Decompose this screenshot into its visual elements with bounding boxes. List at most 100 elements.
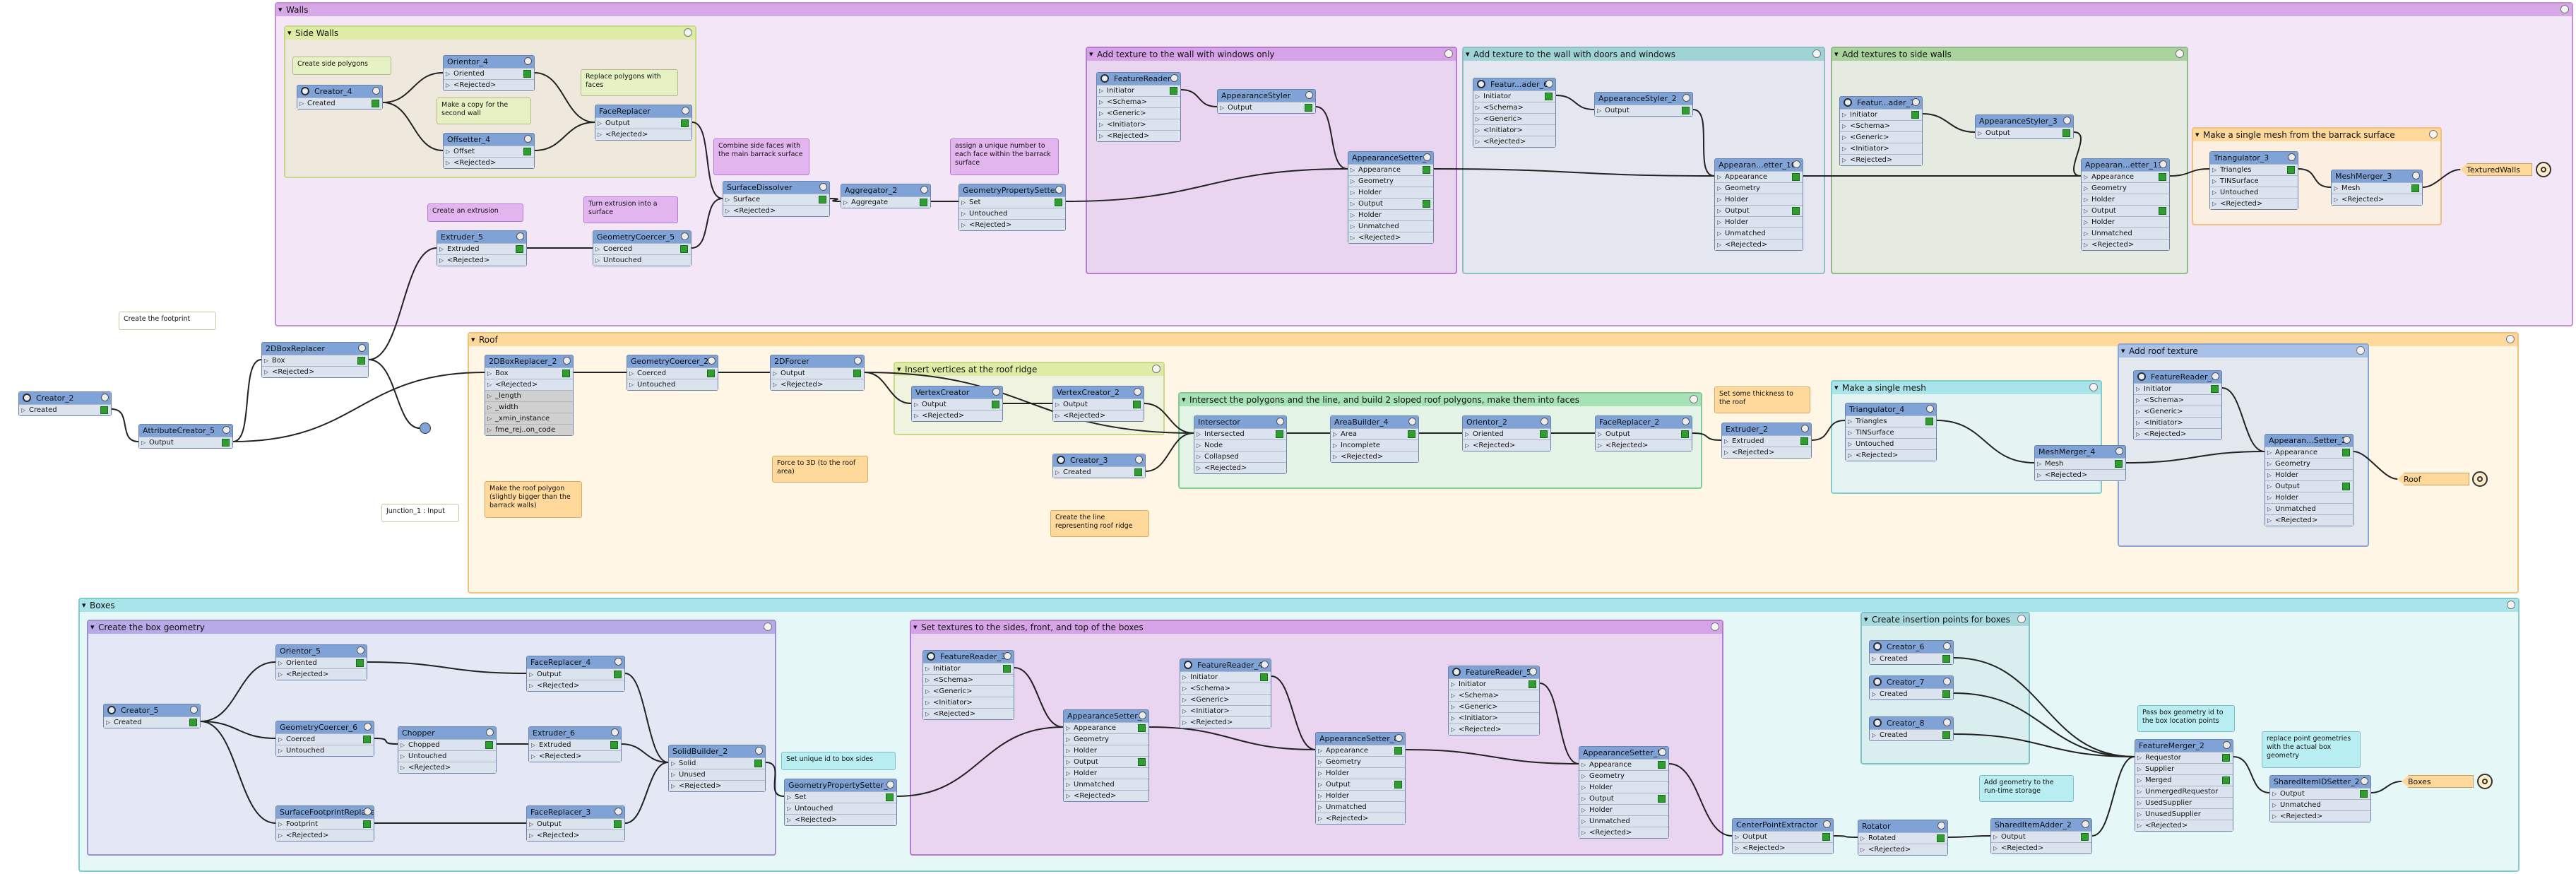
inspect-icon[interactable] — [1540, 430, 1548, 438]
note-pass-box-geometry[interactable]: Pass box geometry id to the box location… — [2137, 705, 2235, 732]
gear-icon[interactable] — [2159, 160, 2167, 168]
collapse-icon[interactable] — [1152, 365, 1161, 373]
output-port[interactable]: <Rejected> — [1722, 447, 1811, 458]
collapse-icon[interactable] — [2507, 601, 2515, 609]
transformer-creator-4[interactable]: Creator_4Created — [297, 85, 383, 110]
output-port[interactable]: Geometry — [1715, 182, 1803, 194]
gear-icon[interactable] — [1276, 418, 1284, 425]
output-port[interactable]: Surface — [723, 194, 829, 205]
output-port[interactable]: Holder — [1316, 767, 1405, 779]
output-port[interactable]: Area — [1331, 428, 1418, 439]
output-port[interactable]: Intersected — [1194, 428, 1286, 439]
gear-icon[interactable] — [1793, 160, 1800, 168]
inspect-icon[interactable] — [681, 119, 689, 127]
output-port[interactable]: <Rejected> — [1449, 724, 1539, 735]
transformer-vertexcreator[interactable]: VertexCreatorOutput<Rejected> — [911, 386, 1003, 422]
output-port[interactable]: Holder — [1064, 767, 1148, 779]
output-port[interactable]: <Rejected> — [1331, 451, 1418, 462]
transformer-facereplacer-4[interactable]: FaceReplacer_4Output<Rejected> — [526, 656, 625, 692]
output-port[interactable]: Unmatched — [1348, 220, 1433, 232]
output-port[interactable]: <Rejected> — [2210, 198, 2298, 209]
gear-icon[interactable] — [372, 87, 380, 95]
output-port[interactable]: Rotated — [1858, 832, 1947, 844]
transformer-surfacefootprintreplace[interactable]: SurfaceFootprintReplaceFootprint<Rejecte… — [275, 805, 374, 841]
note-make-copy[interactable]: Make a copy for the second wall — [437, 98, 531, 124]
output-port[interactable]: Unmatched — [2270, 799, 2370, 810]
transformer-featurereader[interactable]: FeatureReaderInitiator<Schema><Generic><… — [1096, 72, 1181, 142]
output-port[interactable]: <Rejected> — [398, 762, 496, 773]
output-port[interactable]: Appearance — [2082, 171, 2169, 182]
output-port[interactable]: <Initiator> — [1449, 712, 1539, 724]
gear-icon[interactable] — [1055, 186, 1063, 194]
output-port[interactable]: <Rejected> — [1316, 813, 1405, 824]
output-port[interactable]: Initiator — [1097, 85, 1180, 96]
note-create-side-polygons[interactable]: Create side polygons — [292, 57, 391, 75]
note-turn-extrusion[interactable]: Turn extrusion into a surface — [583, 196, 678, 223]
gear-icon[interactable] — [920, 186, 928, 194]
transformer-attributecreator-5[interactable]: AttributeCreator_5Output — [138, 424, 233, 449]
inspect-icon[interactable] — [1138, 758, 1146, 766]
output-port[interactable]: Untouched — [785, 803, 896, 814]
gear-icon[interactable] — [2412, 172, 2420, 179]
output-port[interactable]: Initiator — [1840, 109, 1922, 120]
gear-icon[interactable] — [222, 426, 230, 434]
inspect-icon[interactable] — [189, 719, 197, 726]
gear-icon[interactable] — [1004, 652, 1011, 660]
output-port[interactable]: Created — [1870, 688, 1953, 699]
gear-icon[interactable] — [1912, 98, 1920, 106]
inspect-icon[interactable] — [1681, 430, 1689, 438]
output-port[interactable]: <Rejected> — [912, 410, 1002, 421]
output-port[interactable]: Solid — [669, 757, 765, 769]
output-port[interactable]: <Rejected> — [1579, 827, 1668, 838]
inspect-icon[interactable] — [1529, 680, 1536, 688]
output-port[interactable]: Created — [19, 404, 111, 415]
transformer-geometrypropertysetter[interactable]: GeometryPropertySetterSetUntouched<Rejec… — [958, 184, 1066, 231]
gear-icon[interactable] — [755, 747, 763, 755]
output-port[interactable]: Oriented — [276, 657, 367, 668]
inspect-icon[interactable] — [516, 245, 523, 253]
output-port[interactable]: <Rejected> — [1858, 844, 1947, 855]
transformer-vertexcreator-2[interactable]: VertexCreator_2Output<Rejected> — [1052, 386, 1144, 422]
output-port[interactable]: <Rejected> — [1097, 130, 1180, 141]
gear-icon[interactable] — [2223, 741, 2231, 749]
inspect-icon[interactable] — [1937, 834, 1945, 842]
collapse-icon[interactable] — [2506, 335, 2515, 343]
output-port[interactable]: Extruded — [437, 243, 526, 254]
output-port[interactable]: <Initiator> — [1840, 143, 1922, 154]
gear-icon[interactable] — [1541, 418, 1548, 425]
gear-icon[interactable] — [992, 388, 1000, 396]
inspect-icon[interactable] — [754, 760, 762, 767]
inspect-icon[interactable] — [1792, 207, 1800, 215]
output-port[interactable]: Geometry — [2265, 458, 2353, 469]
output-port[interactable]: Output — [527, 818, 624, 829]
output-port[interactable]: Output — [1733, 831, 1833, 842]
inspect-icon[interactable] — [357, 357, 365, 365]
output-port[interactable]: Appearance — [1348, 164, 1433, 175]
output-port[interactable]: <Rejected> — [1473, 136, 1555, 147]
output-port[interactable]: Unmatched — [1715, 228, 1803, 239]
transformer-extruder-2[interactable]: Extruder_2Extruded<Rejected> — [1721, 423, 1812, 459]
gear-icon[interactable] — [357, 646, 364, 654]
collapse-icon[interactable] — [2560, 5, 2569, 13]
transformer-creator-8[interactable]: Creator_8Created — [1869, 716, 1954, 741]
transformer-creator-3[interactable]: Creator_3Created — [1052, 454, 1146, 478]
inspect-icon[interactable] — [485, 741, 493, 749]
transformer-appearanceetter-10[interactable]: Appearan...etter_10AppearanceGeometryHol… — [1714, 158, 1803, 251]
transformer-featureader-7[interactable]: Featur...ader_7Initiator<Schema><Generic… — [1839, 96, 1923, 166]
output-port[interactable]: Output — [527, 668, 624, 680]
inspect-icon[interactable] — [1003, 665, 1011, 673]
output-port[interactable]: <Schema> — [2134, 394, 2221, 406]
inspect-icon[interactable] — [1545, 93, 1553, 100]
output-port[interactable]: Output — [1579, 793, 1668, 804]
connection-line[interactable] — [368, 359, 420, 429]
gear-icon[interactable] — [1261, 661, 1269, 668]
collapse-icon[interactable] — [684, 28, 692, 37]
transformer-surfacedissolver[interactable]: SurfaceDissolverSurface<Rejected> — [723, 181, 830, 217]
output-port[interactable]: Output — [1976, 127, 2073, 138]
output-port[interactable]: <Schema> — [1473, 102, 1555, 113]
collapse-icon[interactable] — [1711, 622, 1719, 631]
inspect-icon[interactable] — [1682, 107, 1690, 114]
transformer-appearancestyler-3[interactable]: AppearanceStyler_3Output — [1975, 114, 2074, 139]
output-port[interactable]: <Rejected> — [2135, 820, 2233, 831]
transformer-creator-5[interactable]: Creator_5Created — [103, 704, 201, 728]
